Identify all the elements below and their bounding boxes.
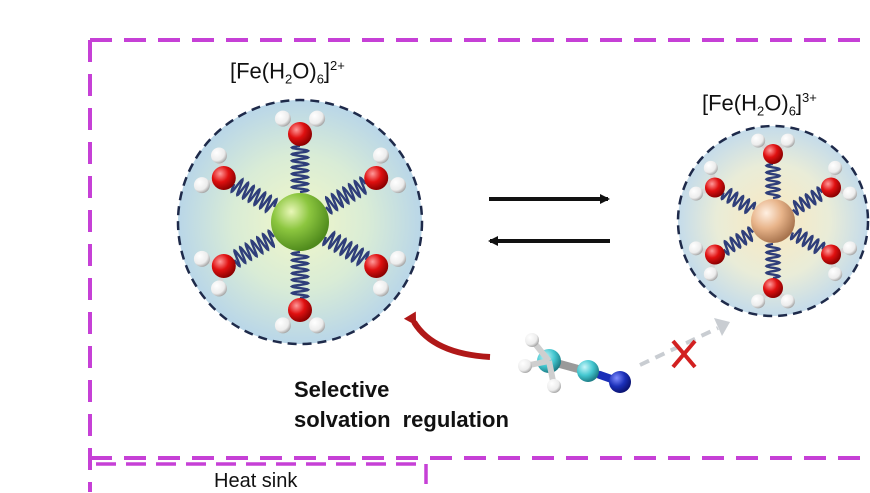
coordination-bond (764, 242, 782, 280)
curved-arrow-selective (403, 311, 491, 360)
coordination-bond (764, 162, 782, 200)
oxygen-atom (288, 122, 312, 146)
hydrogen-atom (751, 294, 766, 309)
hydrogen-atom (211, 280, 228, 297)
hydrogen-atom (828, 160, 843, 175)
hydrogen-atom (211, 147, 228, 164)
hydrogen-atom (274, 317, 291, 334)
heat-sink-label: Heat sink (214, 470, 298, 492)
hydrogen-atom (843, 241, 858, 256)
oxygen-atom (704, 244, 725, 265)
coordination-bond (289, 250, 311, 300)
hydrogen-atom (703, 267, 718, 282)
coordination-bond (722, 226, 755, 256)
oxygen-atom (763, 278, 783, 298)
hydrogen-atom (193, 177, 210, 194)
oxygen-atom (211, 166, 236, 190)
hydrogen-atom (372, 147, 389, 164)
oxygen-atom (821, 244, 842, 265)
nitrogen-atom (609, 371, 631, 393)
oxygen-atom (364, 166, 389, 190)
hydrogen-atom (193, 250, 210, 267)
coordination-bond (230, 177, 278, 214)
fe3-hexaaqua-complex (676, 124, 870, 318)
coordination-bond (791, 186, 824, 216)
coordination-bond (233, 229, 275, 268)
fe2-ion (271, 193, 329, 251)
coordination-bond (325, 176, 367, 215)
fe3-ion (751, 199, 795, 243)
hydrogen-atom (751, 133, 766, 148)
oxygen-atom (821, 177, 842, 198)
hydrogen-atom (780, 294, 795, 309)
coordination-bond (322, 230, 370, 267)
oxygen-atom (364, 254, 389, 278)
fe2-hexaaqua-complex (176, 98, 424, 346)
hydrogen-atom (309, 110, 326, 127)
blocked-pathway (639, 318, 730, 369)
acetonitrile-molecule (518, 333, 631, 393)
heat-sink-frame (96, 462, 428, 492)
hydrogen-atom (390, 250, 407, 267)
hydrogen-atom (688, 241, 703, 256)
hydrogen-atom (828, 267, 843, 282)
oxygen-atom (211, 254, 236, 278)
fe2-formula-label: [Fe(H2O)6]2+ (230, 58, 345, 87)
hydrogen-atom (309, 317, 326, 334)
coordination-bond (289, 144, 311, 194)
oxygen-atom (704, 177, 725, 198)
fe3-formula-label: [Fe(H2O)6]3+ (702, 90, 817, 119)
coordination-bond (720, 187, 757, 215)
caption-selective: Selective (294, 377, 390, 402)
coordination-bond (789, 227, 826, 255)
hydrogen-atom (843, 186, 858, 201)
hydrogen-atom (688, 186, 703, 201)
equilibrium-arrows (488, 194, 610, 246)
oxygen-atom (763, 144, 783, 164)
hydrogen-atom (274, 110, 291, 127)
outer-dashed-frame (88, 38, 870, 492)
oxygen-atom (288, 298, 312, 322)
hydrogen-atom (703, 160, 718, 175)
hydrogen-atom (780, 133, 795, 148)
hydrogen-atom (390, 177, 407, 194)
nitrile-carbon (577, 360, 599, 382)
hydrogen-atom (372, 280, 389, 297)
